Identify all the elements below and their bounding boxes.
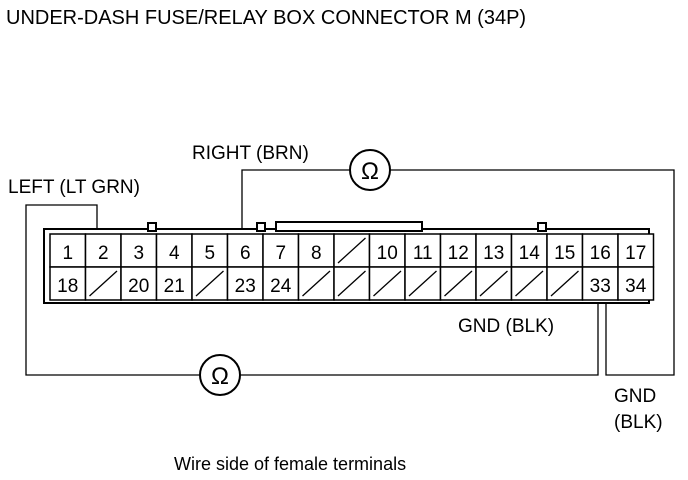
unused-terminal-slash	[373, 270, 402, 297]
ohm-symbol: Ω	[361, 158, 379, 185]
unused-terminal-slash	[515, 270, 544, 297]
unused-terminal-slash	[408, 270, 437, 297]
terminal-number: 10	[377, 243, 398, 264]
terminal-10	[368, 233, 406, 268]
unused-terminal-slash	[337, 270, 366, 297]
terminal-number: 21	[164, 276, 185, 297]
terminal-number: 34	[625, 276, 647, 297]
terminal-number: 17	[625, 243, 646, 264]
wire-right-brn	[241, 169, 350, 229]
terminal-number: 12	[448, 243, 469, 264]
terminal-number: 6	[240, 243, 251, 264]
terminal-number: 18	[57, 276, 78, 297]
unused-terminal-slash	[337, 237, 366, 264]
terminal-7	[262, 233, 300, 268]
terminal-number: 3	[133, 243, 144, 264]
terminal-number: 33	[590, 276, 611, 297]
terminal-34	[617, 266, 655, 301]
unused-terminal-slash	[550, 270, 579, 297]
terminal-number: 2	[98, 243, 109, 264]
label-gnd-blk-inner: GND (BLK)	[458, 316, 554, 337]
page-title: UNDER-DASH FUSE/RELAY BOX CONNECTOR M (3…	[6, 7, 527, 29]
terminal-14	[510, 233, 548, 268]
connector-key-right	[537, 222, 547, 232]
wire-left-meter-to-gnd	[240, 296, 599, 376]
terminal-number: 24	[270, 276, 292, 297]
connector-key-mid	[256, 222, 266, 232]
ohmmeter-right: Ω	[349, 149, 391, 191]
terminal-number: 8	[311, 243, 322, 264]
unused-terminal-slash	[195, 270, 224, 297]
terminal-number: 1	[62, 243, 73, 264]
label-gnd-outer-line1: GND	[614, 386, 656, 407]
terminal-number: 7	[275, 243, 286, 264]
unused-terminal-slash	[479, 270, 508, 297]
terminal-number: 11	[413, 243, 433, 264]
connector-key-left	[147, 222, 157, 232]
terminal-number: 4	[169, 243, 180, 264]
label-left-lt-grn: LEFT (LT GRN)	[8, 177, 140, 198]
terminal-20	[120, 266, 158, 301]
wire-right-meter-to-gnd	[390, 169, 675, 376]
terminal-18	[49, 266, 87, 301]
terminal-24	[262, 266, 300, 301]
unused-terminal-slash	[302, 270, 331, 297]
ohm-symbol: Ω	[211, 363, 229, 390]
diagram-caption: Wire side of female terminals	[174, 454, 407, 474]
unused-terminal-slash	[444, 270, 473, 297]
terminal-number: 20	[128, 276, 149, 297]
terminal-number: 15	[554, 243, 575, 264]
terminal-number: 23	[235, 276, 256, 297]
wire-left-lt-grn	[25, 204, 200, 376]
terminal-number: 14	[519, 243, 541, 264]
terminal-15	[546, 233, 584, 268]
terminal-number: 5	[204, 243, 215, 264]
terminal-number: 13	[483, 243, 504, 264]
connector-latch	[275, 221, 423, 232]
label-right-brn: RIGHT (BRN)	[192, 143, 309, 164]
terminal-number: 16	[590, 243, 611, 264]
unused-terminal-slash	[89, 270, 118, 297]
terminal-21	[155, 266, 193, 301]
ohmmeter-left: Ω	[199, 354, 241, 396]
label-gnd-outer-line2: (BLK)	[614, 412, 663, 433]
